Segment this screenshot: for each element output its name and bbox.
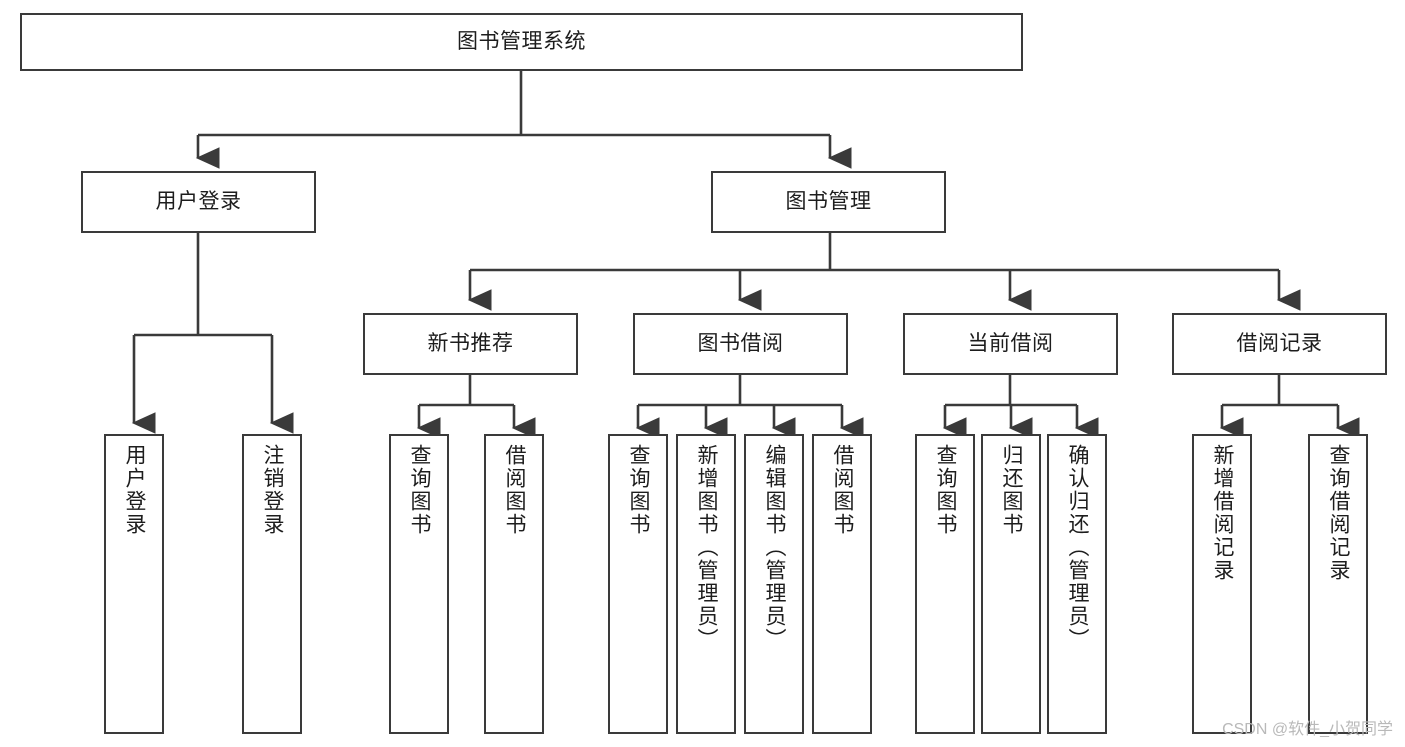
node-label: 查询借阅记录 bbox=[1327, 444, 1351, 582]
node-label: 用户登录 bbox=[123, 444, 147, 536]
node-label: 查询图书 bbox=[408, 444, 432, 536]
leaf-borrow-query-book[interactable]: 查询图书 bbox=[608, 434, 668, 734]
node-label: 借阅记录 bbox=[1236, 331, 1323, 355]
node-label: 借阅图书 bbox=[503, 444, 527, 536]
node-root-system[interactable]: 图书管理系统 bbox=[20, 13, 1023, 71]
leaf-record-add-record[interactable]: 新增借阅记录 bbox=[1192, 434, 1252, 734]
node-label: 当前借阅 bbox=[967, 331, 1054, 355]
node-label: 编辑图书（管理员） bbox=[763, 444, 787, 651]
leaf-user-login-signin[interactable]: 用户登录 bbox=[104, 434, 164, 734]
node-label: 图书借阅 bbox=[697, 331, 784, 355]
node-borrow-record[interactable]: 借阅记录 bbox=[1172, 313, 1387, 375]
leaf-record-query-record[interactable]: 查询借阅记录 bbox=[1308, 434, 1368, 734]
leaf-recommend-query-book[interactable]: 查询图书 bbox=[389, 434, 449, 734]
node-label: 确认归还（管理员） bbox=[1066, 444, 1090, 651]
leaf-user-login-signout[interactable]: 注销登录 bbox=[242, 434, 302, 734]
node-label: 查询图书 bbox=[627, 444, 651, 536]
node-user-login[interactable]: 用户登录 bbox=[81, 171, 316, 233]
node-label: 新书推荐 bbox=[427, 331, 514, 355]
leaf-borrow-add-book-admin[interactable]: 新增图书（管理员） bbox=[676, 434, 736, 734]
node-label: 注销登录 bbox=[261, 444, 285, 536]
watermark: CSDN @软件_小贺同学 bbox=[1222, 721, 1393, 738]
node-label: 查询图书 bbox=[934, 444, 958, 536]
node-current-borrow[interactable]: 当前借阅 bbox=[903, 313, 1118, 375]
leaf-borrow-borrow-book[interactable]: 借阅图书 bbox=[812, 434, 872, 734]
leaf-borrow-edit-book-admin[interactable]: 编辑图书（管理员） bbox=[744, 434, 804, 734]
leaf-current-confirm-return-admin[interactable]: 确认归还（管理员） bbox=[1047, 434, 1107, 734]
node-label: 图书管理系统 bbox=[457, 29, 586, 53]
node-label: 新增借阅记录 bbox=[1211, 444, 1235, 582]
leaf-current-return-book[interactable]: 归还图书 bbox=[981, 434, 1041, 734]
leaf-current-query-book[interactable]: 查询图书 bbox=[915, 434, 975, 734]
node-label: 用户登录 bbox=[155, 189, 242, 213]
leaf-recommend-borrow-book[interactable]: 借阅图书 bbox=[484, 434, 544, 734]
node-label: 归还图书 bbox=[1000, 444, 1024, 536]
node-new-book-recommend[interactable]: 新书推荐 bbox=[363, 313, 578, 375]
node-label: 新增图书（管理员） bbox=[695, 444, 719, 651]
node-label: 图书管理 bbox=[785, 189, 872, 213]
node-label: 借阅图书 bbox=[831, 444, 855, 536]
node-book-management[interactable]: 图书管理 bbox=[711, 171, 946, 233]
node-book-borrow[interactable]: 图书借阅 bbox=[633, 313, 848, 375]
